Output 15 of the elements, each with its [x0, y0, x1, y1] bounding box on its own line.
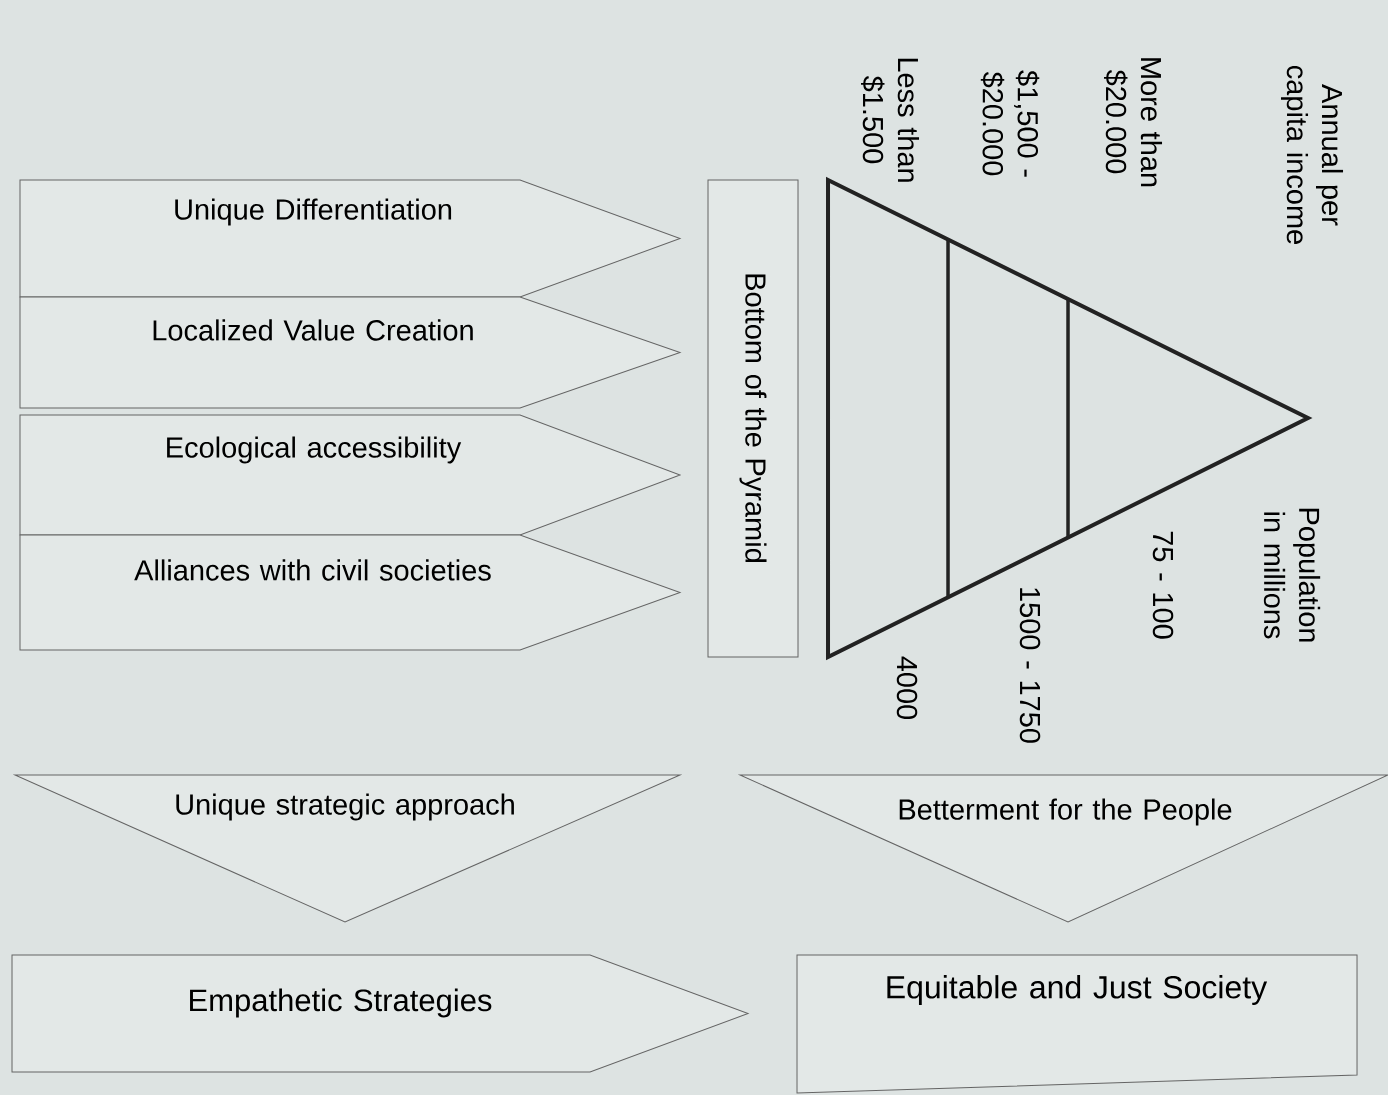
axis-heading: Population in millions	[1263, 508, 1321, 642]
axis-heading: Annual per capita income	[1281, 65, 1344, 244]
result-box: Equitable and Just Society	[796, 954, 1358, 1094]
pentagon-box: Localized Value Creation	[19, 296, 681, 409]
pentagon-box: Alliances with civil societies	[19, 534, 681, 651]
income-label: Less than $1.500	[861, 58, 920, 182]
population-label: 1500 - 1750	[1019, 588, 1041, 743]
population-label: 4000	[896, 656, 918, 720]
income-label: More than $20.000	[1104, 58, 1163, 187]
down-triangle: Unique strategic approach	[14, 774, 681, 923]
down-triangle: Betterment for the People	[739, 774, 1388, 923]
pentagon-box: Unique Differentiation	[19, 179, 681, 298]
population-label: 75 - 100	[1152, 531, 1174, 639]
label-box: Bottom of the Pyramid	[707, 179, 799, 658]
pentagon-box: Ecological accessibility	[19, 414, 681, 536]
